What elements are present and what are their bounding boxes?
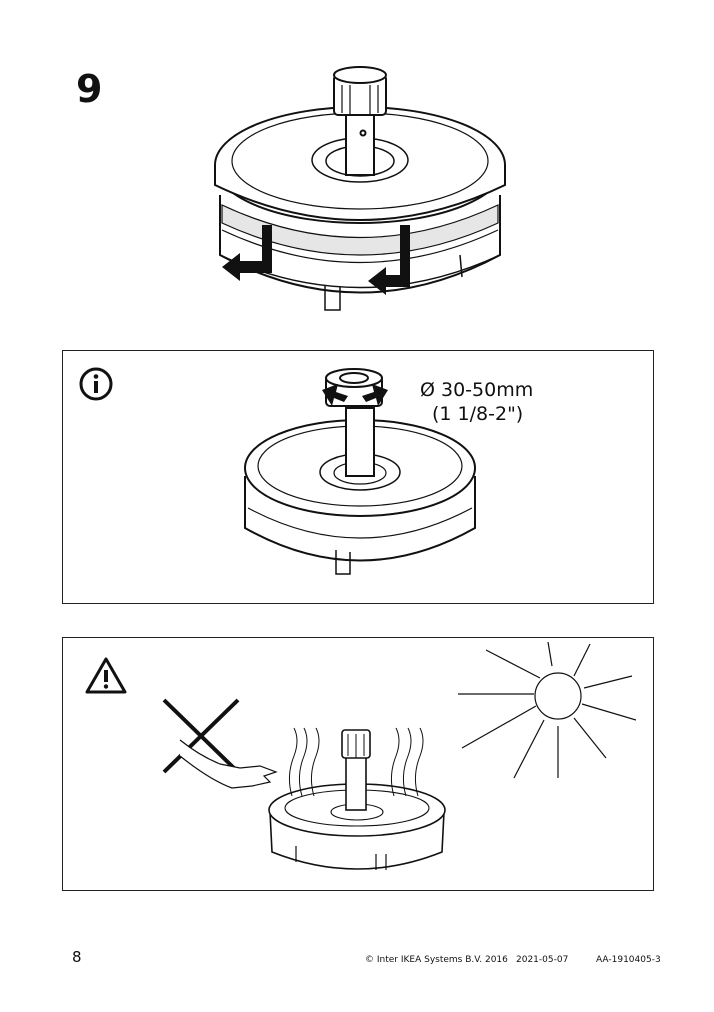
do-not-touch-illustration: [162, 698, 278, 789]
info-panel: [62, 350, 654, 604]
pole-diameter-label: Ø 30-50mm (1 1/8-2"): [420, 378, 533, 426]
dimension-imperial: (1 1/8-2"): [432, 403, 524, 425]
warning-triangle-icon: [85, 657, 127, 694]
hot-base-illustration: [268, 727, 446, 870]
info-icon: [79, 367, 113, 401]
document-id: AA-1910405-3: [596, 955, 661, 965]
print-date: 2021-05-07: [516, 955, 569, 965]
page-number: 8: [72, 948, 82, 966]
base-assembly-illustration: [214, 66, 506, 311]
dimension-metric: Ø 30-50mm: [420, 379, 534, 401]
copyright-text: © Inter IKEA Systems B.V. 2016: [365, 955, 508, 965]
step-number: 9: [76, 67, 103, 111]
base-with-pole-illustration: [244, 368, 476, 575]
warning-panel: [62, 637, 654, 891]
sun-icon: [458, 641, 637, 779]
